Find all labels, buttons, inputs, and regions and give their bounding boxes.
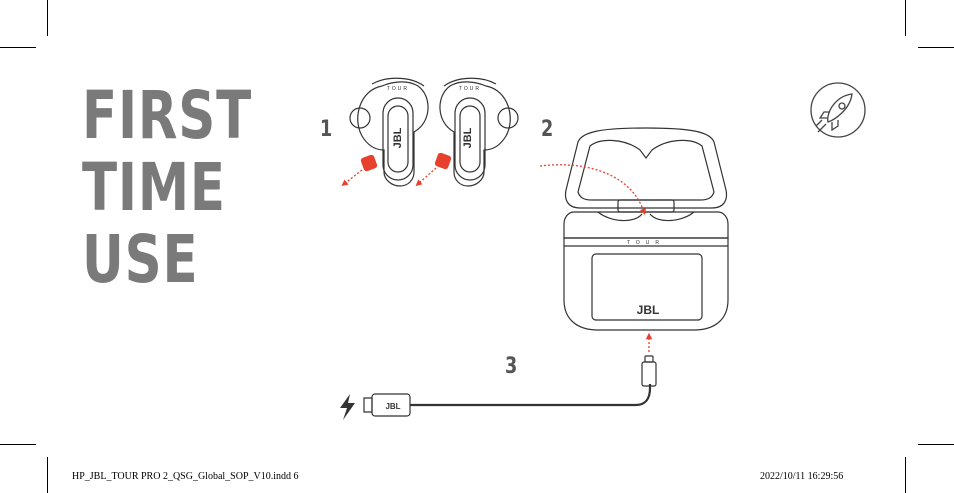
usb-cable [363,355,657,417]
place-in-case-arrow [539,164,647,216]
crop-mark-bottom-left-horizontal [0,444,36,445]
case-brand-logo: JBL [637,303,660,317]
right-earbud [439,77,519,187]
rocket-icon [810,82,866,138]
step-number-3: 3 [505,354,518,379]
title-line-1: FIRST [82,77,253,154]
right-earbud-film-tab [415,152,452,187]
crop-mark-bottom-right-vertical [905,457,906,493]
footer-filename: HP_JBL_TOUR PRO 2_QSG_Global_SOP_V10.ind… [72,471,299,482]
left-earbud [349,77,429,187]
crop-mark-top-right-horizontal [918,47,954,48]
step-number-1: 1 [320,117,333,142]
title-line-3: USE [82,221,199,298]
left-earbud-film-tab [341,154,378,186]
page-title: FIRST TIME USE [82,80,252,296]
right-earbud-model: TOUR [459,86,481,92]
left-earbud-model: TOUR [387,86,409,92]
cable-brand: JBL [385,402,400,411]
right-earbud-brand: JBL [462,127,474,148]
lightning-icon [340,394,355,420]
charging-case [563,127,729,331]
footer-timestamp: 2022/10/11 16:29:56 [760,471,844,482]
crop-mark-top-left-vertical [47,0,48,36]
crop-mark-top-right-vertical [905,0,906,36]
case-model-label: TOUR [627,240,665,246]
crop-mark-bottom-right-horizontal [918,444,954,445]
left-earbud-brand: JBL [392,127,404,148]
title-line-2: TIME [82,149,226,226]
crop-mark-top-left-horizontal [0,47,36,48]
crop-mark-bottom-left-vertical [47,457,48,493]
step-number-2: 2 [541,117,554,142]
